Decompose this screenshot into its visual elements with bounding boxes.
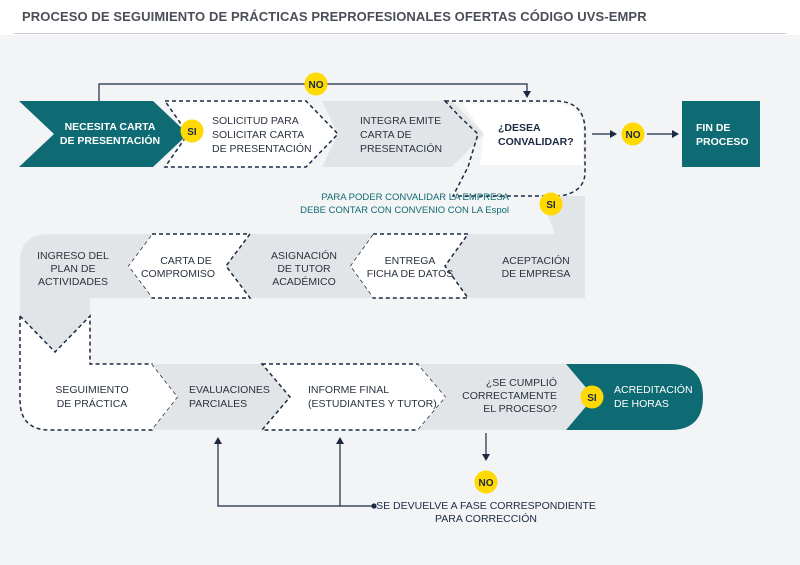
label-fin-proceso: FIN DE PROCESO bbox=[696, 122, 749, 148]
svg-text:DE TUTOR: DE TUTOR bbox=[277, 263, 331, 275]
label-ingreso: INGRESO DEL PLAN DE ACTIVIDADES bbox=[37, 250, 109, 288]
svg-text:INFORME FINAL: INFORME FINAL bbox=[308, 384, 389, 396]
step-asignacion-shape bbox=[226, 234, 373, 298]
step-evaluaciones-shape bbox=[152, 364, 290, 430]
step-necesita-carta-shape bbox=[19, 101, 188, 167]
svg-text:SI: SI bbox=[587, 393, 597, 404]
badge-no-top: NO bbox=[304, 72, 328, 96]
label-aceptacion: ACEPTACIÓN DE EMPRESA bbox=[502, 254, 571, 280]
label-desea-convalidar: ¿DESEA CONVALIDAR? bbox=[498, 122, 574, 148]
svg-text:COMPROMISO: COMPROMISO bbox=[141, 268, 215, 280]
svg-text:SE DEVUELVE A FASE CORRESPONDI: SE DEVUELVE A FASE CORRESPONDIENTE bbox=[376, 500, 596, 512]
svg-text:CARTA DE: CARTA DE bbox=[360, 129, 412, 141]
step-aceptacion-shape bbox=[445, 234, 585, 298]
end-box-shape bbox=[682, 101, 760, 167]
step-cumplio-shape bbox=[418, 364, 594, 430]
svg-text:CORRECTAMENTE: CORRECTAMENTE bbox=[462, 390, 557, 402]
svg-text:NO: NO bbox=[626, 130, 641, 141]
title-bar: PROCESO DE SEGUIMIENTO DE PRÁCTICAS PREP… bbox=[0, 0, 800, 35]
title-divider bbox=[14, 33, 786, 34]
page-title: PROCESO DE SEGUIMIENTO DE PRÁCTICAS PREP… bbox=[22, 9, 647, 24]
label-necesita-carta: NECESITA CARTA DE PRESENTACIÓN bbox=[60, 121, 160, 147]
svg-text:DE PRESENTACIÓN: DE PRESENTACIÓN bbox=[212, 142, 312, 155]
return-line bbox=[214, 437, 372, 507]
svg-text:INTEGRA EMITE: INTEGRA EMITE bbox=[360, 115, 441, 127]
svg-text:EL PROCESO?: EL PROCESO? bbox=[483, 403, 557, 415]
svg-text:NO: NO bbox=[479, 478, 494, 489]
svg-text:PROCESO: PROCESO bbox=[696, 136, 749, 148]
return-dot bbox=[371, 503, 377, 509]
label-entrega: ENTREGA FICHA DE DATOS bbox=[367, 255, 454, 280]
svg-text:PARA CORRECCIÓN: PARA CORRECCIÓN bbox=[435, 512, 537, 525]
label-acreditacion: ACREDITACIÓN DE HORAS bbox=[614, 383, 693, 410]
svg-text:DE PRESENTACIÓN: DE PRESENTACIÓN bbox=[60, 134, 160, 147]
svg-text:PARCIALES: PARCIALES bbox=[189, 398, 247, 410]
label-evaluaciones: EVALUACIONES PARCIALES bbox=[189, 384, 270, 410]
step-seguimiento-shape bbox=[19, 314, 179, 431]
svg-text:DE HORAS: DE HORAS bbox=[614, 398, 669, 410]
svg-text:NECESITA CARTA: NECESITA CARTA bbox=[65, 121, 156, 133]
svg-text:CARTA DE: CARTA DE bbox=[160, 255, 212, 267]
svg-text:PRESENTACIÓN: PRESENTACIÓN bbox=[360, 142, 442, 155]
label-compromiso: CARTA DE COMPROMISO bbox=[141, 255, 215, 280]
svg-text:DE EMPRESA: DE EMPRESA bbox=[502, 268, 571, 280]
svg-text:ACADÉMICO: ACADÉMICO bbox=[272, 275, 336, 288]
step-informe-shape bbox=[260, 363, 447, 431]
step-desea-convalidar-fill bbox=[462, 103, 583, 165]
svg-text:ACREDITACIÓN: ACREDITACIÓN bbox=[614, 383, 693, 396]
svg-text:(ESTUDIANTES Y TUTOR): (ESTUDIANTES Y TUTOR) bbox=[308, 398, 437, 410]
svg-text:EVALUACIONES: EVALUACIONES bbox=[189, 384, 270, 396]
svg-text:PARA PODER CONVALIDAR LA EMPRE: PARA PODER CONVALIDAR LA EMPRESA bbox=[321, 192, 509, 203]
svg-text:SEGUIMIENTO: SEGUIMIENTO bbox=[55, 384, 128, 396]
svg-text:PLAN DE: PLAN DE bbox=[51, 263, 96, 275]
step-integra-shape bbox=[322, 101, 484, 167]
svg-text:SI: SI bbox=[546, 200, 556, 211]
svg-text:FIN DE: FIN DE bbox=[696, 122, 730, 134]
badge-si-1: SI bbox=[180, 119, 204, 143]
svg-text:ENTREGA: ENTREGA bbox=[385, 255, 436, 267]
badge-no-bottom: NO bbox=[474, 470, 498, 494]
svg-text:INGRESO DEL: INGRESO DEL bbox=[37, 250, 109, 262]
svg-text:SOLICITUD PARA: SOLICITUD PARA bbox=[212, 115, 299, 127]
svg-text:DEBE CONTAR CON CONVENIO CON L: DEBE CONTAR CON CONVENIO CON LA Espol bbox=[300, 205, 509, 216]
label-return: SE DEVUELVE A FASE CORRESPONDIENTE PARA … bbox=[376, 500, 596, 525]
label-solicitud: SOLICITUD PARA SOLICITAR CARTA DE PRESEN… bbox=[212, 115, 312, 155]
svg-text:DE PRÁCTICA: DE PRÁCTICA bbox=[57, 397, 128, 410]
badge-si-3: SI bbox=[580, 385, 604, 409]
svg-text:FICHA DE DATOS: FICHA DE DATOS bbox=[367, 268, 454, 280]
label-asignacion: ASIGNACIÓN DE TUTOR ACADÉMICO bbox=[271, 249, 337, 288]
label-convenio-note: PARA PODER CONVALIDAR LA EMPRESA DEBE CO… bbox=[300, 192, 510, 216]
step-ingreso-shape bbox=[20, 234, 152, 352]
badge-si-2: SI bbox=[539, 192, 563, 216]
label-informe: INFORME FINAL (ESTUDIANTES Y TUTOR) bbox=[308, 384, 437, 410]
svg-text:¿SE CUMPLIÓ: ¿SE CUMPLIÓ bbox=[486, 376, 557, 389]
svg-text:¿DESEA: ¿DESEA bbox=[498, 122, 541, 134]
svg-text:CONVALIDAR?: CONVALIDAR? bbox=[498, 136, 574, 148]
label-integra: INTEGRA EMITE CARTA DE PRESENTACIÓN bbox=[360, 115, 442, 155]
svg-text:SI: SI bbox=[187, 127, 197, 138]
label-seguimiento: SEGUIMIENTO DE PRÁCTICA bbox=[55, 384, 128, 410]
badge-no-end: NO bbox=[621, 122, 645, 146]
svg-text:ASIGNACIÓN: ASIGNACIÓN bbox=[271, 249, 337, 262]
label-cumplio: ¿SE CUMPLIÓ CORRECTAMENTE EL PROCESO? bbox=[462, 376, 557, 415]
step-acreditacion-shape bbox=[566, 364, 703, 430]
svg-text:SOLICITAR CARTA: SOLICITAR CARTA bbox=[212, 129, 304, 141]
svg-text:ACTIVIDADES: ACTIVIDADES bbox=[38, 276, 108, 288]
svg-text:ACEPTACIÓN: ACEPTACIÓN bbox=[502, 254, 569, 267]
svg-text:NO: NO bbox=[309, 80, 324, 91]
